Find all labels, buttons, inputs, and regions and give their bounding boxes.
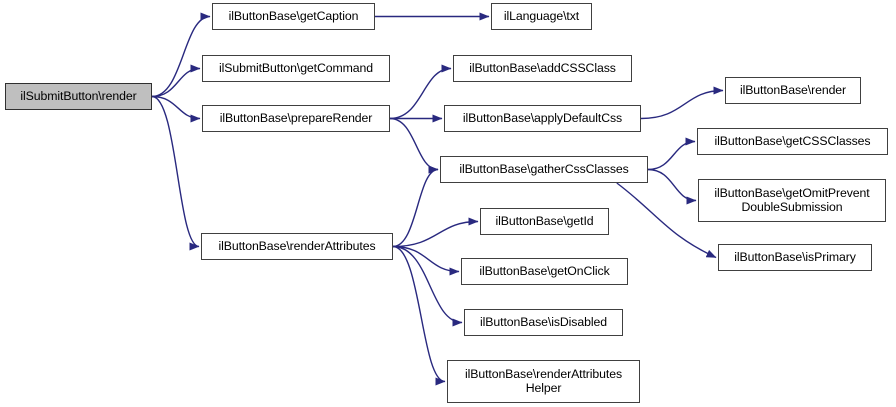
graph-node-getCSSClasses[interactable]: ilButtonBase\getCSSClasses <box>697 128 888 155</box>
graph-node-label: ilButtonBase\addCSSClass <box>469 60 616 75</box>
graph-node-renderBase[interactable]: ilButtonBase\render <box>725 77 861 104</box>
graph-node-label: ilButtonBase\getOmitPrevent DoubleSubmis… <box>714 186 870 214</box>
edge-renderAttributes-to-getOnClick <box>392 245 460 276</box>
graph-node-isDisabled[interactable]: ilButtonBase\isDisabled <box>464 309 623 336</box>
graph-node-getCommand[interactable]: ilSubmitButton\getCommand <box>202 55 390 82</box>
edge-render_root-to-getCommand <box>151 64 201 98</box>
edge-renderAttributes-to-getId <box>392 217 479 248</box>
graph-node-render_root[interactable]: ilSubmitButton\render <box>5 83 152 110</box>
edge-render_root-to-prepareRender <box>151 95 201 123</box>
graph-node-label: ilSubmitButton\render <box>20 88 137 103</box>
graph-node-label: ilButtonBase\gatherCssClasses <box>459 161 629 176</box>
graph-node-label: ilButtonBase\isDisabled <box>480 314 607 329</box>
edge-paths <box>151 12 724 386</box>
edge-render_root-to-renderAttributes <box>151 95 200 251</box>
graph-node-label: ilButtonBase\renderAttributes Helper <box>464 367 623 395</box>
graph-node-label: ilButtonBase\getOnClick <box>479 263 610 278</box>
graph-node-getCaption[interactable]: ilButtonBase\getCaption <box>212 3 375 30</box>
edge-renderAttributes-to-gatherCssClasses <box>392 165 439 248</box>
edge-prepareRender-to-addCSSClass <box>389 64 452 120</box>
graph-node-langTxt[interactable]: ilLanguage\txt <box>491 3 592 30</box>
graph-node-isPrimary[interactable]: ilButtonBase\isPrimary <box>718 244 872 271</box>
graph-node-gatherCssClasses[interactable]: ilButtonBase\gatherCssClasses <box>440 156 648 183</box>
graph-node-renderAttributes[interactable]: ilButtonBase\renderAttributes <box>201 233 393 260</box>
graph-node-label: ilButtonBase\applyDefaultCss <box>462 110 623 125</box>
edge-gatherCssClasses-to-getCSSClasses <box>647 137 696 171</box>
graph-node-label: ilSubmitButton\getCommand <box>218 60 374 75</box>
graph-node-label: ilButtonBase\renderAttributes <box>218 238 376 253</box>
graph-node-addCSSClass[interactable]: ilButtonBase\addCSSClass <box>453 55 632 82</box>
graph-node-label: ilButtonBase\isPrimary <box>734 249 856 264</box>
graph-node-label: ilButtonBase\getId <box>495 213 594 228</box>
graph-node-renderAttrHelper[interactable]: ilButtonBase\renderAttributes Helper <box>447 360 640 403</box>
graph-node-getOmitPrevent[interactable]: ilButtonBase\getOmitPrevent DoubleSubmis… <box>698 179 886 222</box>
graph-node-applyDefaultCss[interactable]: ilButtonBase\applyDefaultCss <box>444 105 641 132</box>
graph-node-getOnClick[interactable]: ilButtonBase\getOnClick <box>461 258 628 285</box>
edge-renderAttributes-to-renderAttrHelper <box>392 245 446 386</box>
edge-applyDefaultCss-to-renderBase <box>640 86 724 120</box>
graph-node-getId[interactable]: ilButtonBase\getId <box>480 208 609 235</box>
graph-node-label: ilButtonBase\prepareRender <box>219 110 373 125</box>
edge-gatherCssClasses-to-isPrimary <box>616 182 717 259</box>
graph-node-label: ilButtonBase\render <box>739 82 847 97</box>
graph-node-label: ilLanguage\txt <box>503 8 580 23</box>
edge-prepareRender-to-gatherCssClasses <box>389 117 439 174</box>
edge-renderAttributes-to-isDisabled <box>392 245 463 327</box>
edge-gatherCssClasses-to-getOmitPrevent <box>647 168 697 205</box>
graph-node-prepareRender[interactable]: ilButtonBase\prepareRender <box>202 105 390 132</box>
graph-node-label: ilButtonBase\getCaption <box>228 8 359 23</box>
graph-node-label: ilButtonBase\getCSSClasses <box>714 133 871 148</box>
edge-render_root-to-getCaption <box>151 12 211 98</box>
